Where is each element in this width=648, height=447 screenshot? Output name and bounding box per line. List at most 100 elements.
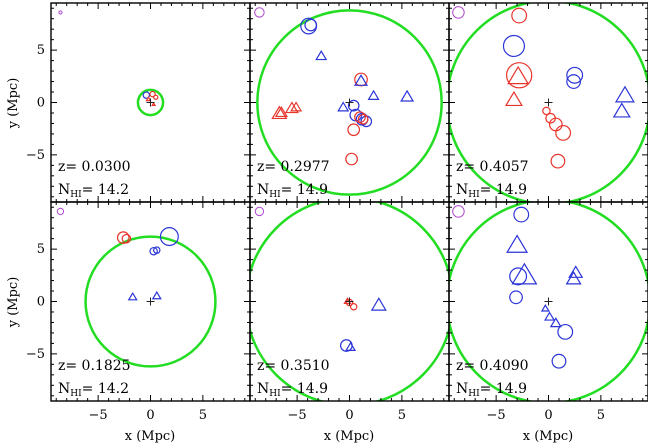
redshift-label: z= 0.4057 bbox=[456, 159, 529, 175]
data-point-triangle bbox=[337, 101, 350, 112]
reference-circle bbox=[254, 206, 265, 217]
data-point-triangle bbox=[367, 89, 380, 100]
data-point-circle bbox=[357, 113, 369, 125]
data-point-circle bbox=[506, 62, 533, 89]
y-axis-title-bottom: y (Mpc) bbox=[6, 277, 21, 329]
x-tick-label: −5 bbox=[487, 408, 506, 423]
green-ring bbox=[136, 88, 165, 117]
panel-ticks bbox=[250, 202, 449, 401]
panel-plot-area bbox=[449, 202, 648, 401]
data-point-circle bbox=[347, 123, 361, 137]
data-point-circle bbox=[509, 290, 523, 305]
data-point-triangle bbox=[345, 341, 357, 352]
data-point-circle bbox=[566, 74, 582, 89]
data-point-triangle bbox=[353, 74, 369, 86]
data-point-triangle bbox=[568, 265, 584, 278]
data-point-circle bbox=[121, 233, 132, 244]
data-point-triangle bbox=[343, 297, 352, 304]
x-tick-label: −5 bbox=[89, 408, 108, 423]
column-density-label: NHI= 14.2 bbox=[58, 182, 129, 200]
column-density-label: NHI= 14.9 bbox=[456, 182, 527, 200]
reference-circle bbox=[254, 7, 265, 18]
column-density-label: NHI= 14.9 bbox=[257, 381, 328, 399]
data-point-triangle bbox=[612, 102, 631, 118]
data-point-circle bbox=[349, 302, 358, 311]
y-tick-label: 0 bbox=[37, 96, 45, 111]
x-axis-title-right: x (Mpc) bbox=[523, 429, 574, 444]
data-point-triangle bbox=[271, 105, 288, 120]
data-point-triangle bbox=[284, 101, 299, 114]
y-tick-label: 0 bbox=[37, 295, 45, 310]
panel-plot-area bbox=[56, 207, 217, 368]
data-point-circle bbox=[548, 117, 563, 132]
data-point-triangle bbox=[544, 311, 556, 321]
redshift-label: z= 0.0300 bbox=[58, 159, 131, 175]
x-axis-title-middle: x (Mpc) bbox=[324, 429, 375, 444]
data-point-circle bbox=[513, 206, 530, 223]
reference-circle bbox=[452, 6, 465, 19]
data-point-circle bbox=[566, 66, 584, 84]
data-point-circle bbox=[557, 323, 574, 340]
data-point-triangle bbox=[400, 89, 415, 102]
y-tick-label: 5 bbox=[37, 43, 45, 58]
data-point-circle bbox=[149, 246, 158, 256]
data-point-circle bbox=[509, 267, 528, 286]
redshift-label: z= 0.3510 bbox=[257, 358, 330, 374]
reference-circle bbox=[452, 205, 465, 218]
data-point-triangle bbox=[614, 85, 635, 103]
panel-plot-area bbox=[250, 202, 449, 401]
data-point-triangle bbox=[511, 262, 538, 285]
redshift-label: z= 0.4090 bbox=[456, 358, 529, 374]
redshift-label: z= 0.2977 bbox=[257, 159, 330, 175]
column-density-label: NHI= 14.2 bbox=[58, 381, 129, 399]
reference-circle bbox=[58, 10, 63, 15]
x-tick-label: −5 bbox=[288, 408, 307, 423]
data-point-circle bbox=[511, 7, 528, 24]
panel-ticks bbox=[250, 3, 449, 202]
data-point-circle bbox=[502, 34, 526, 58]
x-tick-label: 5 bbox=[199, 408, 207, 423]
y-tick-label: 5 bbox=[37, 242, 45, 257]
data-point-circle bbox=[551, 353, 567, 369]
redshift-label: z= 0.1825 bbox=[58, 358, 131, 374]
data-point-triangle bbox=[127, 291, 138, 301]
data-point-circle bbox=[159, 227, 179, 247]
x-tick-label: 0 bbox=[345, 408, 353, 423]
data-point-triangle bbox=[290, 101, 303, 112]
x-tick-label: 5 bbox=[398, 408, 406, 423]
data-point-circle bbox=[116, 231, 130, 244]
data-point-circle bbox=[555, 124, 572, 141]
data-point-circle bbox=[542, 106, 551, 116]
data-point-triangle bbox=[507, 65, 530, 85]
x-tick-label: 0 bbox=[146, 408, 154, 423]
y-tick-label: −5 bbox=[26, 347, 45, 362]
x-axis-title-left: x (Mpc) bbox=[125, 429, 176, 444]
panel-plot-area bbox=[449, 3, 648, 202]
data-point-triangle bbox=[370, 297, 387, 311]
green-ring bbox=[256, 9, 443, 196]
panel-plot-area bbox=[58, 10, 165, 117]
data-point-circle bbox=[304, 18, 318, 32]
green-ring bbox=[84, 235, 217, 368]
data-point-triangle bbox=[565, 270, 582, 285]
data-point-circle bbox=[550, 153, 566, 169]
y-axis-title-top: y (Mpc) bbox=[6, 78, 21, 130]
column-density-label: NHI= 14.9 bbox=[456, 381, 527, 399]
data-point-triangle bbox=[151, 101, 157, 107]
data-point-circle bbox=[345, 152, 358, 166]
data-point-triangle bbox=[504, 90, 523, 107]
data-point-triangle bbox=[151, 290, 162, 300]
data-point-circle bbox=[347, 99, 360, 112]
data-point-triangle bbox=[274, 106, 288, 118]
x-tick-label: 0 bbox=[544, 408, 552, 423]
y-tick-label: −5 bbox=[26, 148, 45, 163]
data-point-triangle bbox=[315, 50, 328, 61]
